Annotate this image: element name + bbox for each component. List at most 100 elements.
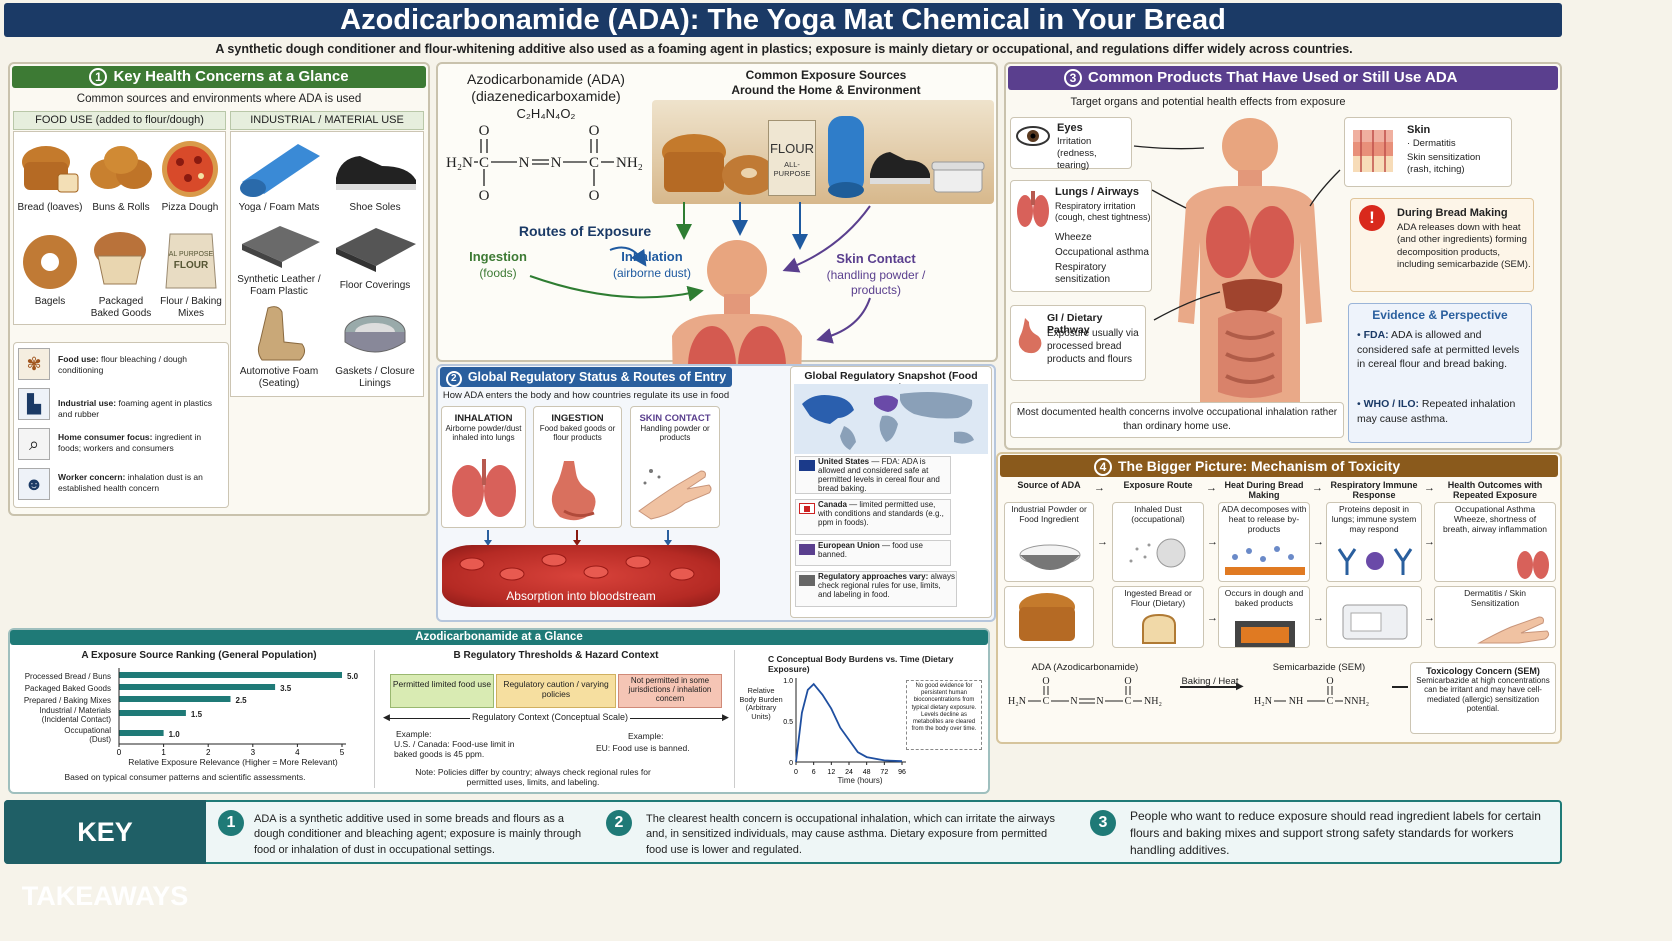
svg-text:NH: NH bbox=[1289, 696, 1303, 707]
takeaway-text: The clearest health concern is occupatio… bbox=[646, 813, 1056, 856]
organ-text: Exposure usually via processed bread pro… bbox=[1047, 328, 1139, 365]
route-card-heading: INGESTION bbox=[551, 413, 604, 424]
reg-text: — FDA: ADA is allowed and considered saf… bbox=[818, 457, 940, 493]
baking-heading: During Bread Making bbox=[1397, 207, 1508, 219]
tox-concern-box: Toxicology Concern (SEM) Semicarbazide a… bbox=[1410, 662, 1556, 734]
svg-text:O: O bbox=[1042, 676, 1049, 687]
page-title: Azodicarbonamide (ADA): The Yoga Mat Che… bbox=[340, 4, 1226, 36]
takeaway-number: 3 bbox=[1090, 810, 1116, 836]
svg-text:C: C bbox=[1043, 696, 1050, 707]
title-bar: Azodicarbonamide (ADA): The Yoga Mat Che… bbox=[4, 3, 1562, 37]
svg-text:C: C bbox=[1125, 696, 1132, 707]
row-arrows: → bbox=[1207, 612, 1218, 624]
panel1-subtitle: Common sources and environments where AD… bbox=[76, 93, 362, 105]
molecular-formula: C₂H₄N₄O₂ bbox=[516, 106, 576, 121]
mech-col-header: Heat During Bread Making bbox=[1224, 480, 1304, 501]
x-tick-label: 72 bbox=[880, 769, 888, 776]
bar-value-label: 5.0 bbox=[347, 672, 359, 681]
organ-card-lungs: Lungs / Airways Respiratory irritation (… bbox=[1010, 180, 1152, 292]
note-text: flour bleaching / dough conditioning bbox=[58, 354, 187, 375]
worker-icon: ☻ bbox=[18, 468, 50, 500]
mech-cell-text: Occurs in dough and baked products bbox=[1224, 588, 1304, 608]
panel3-bottom-note: Most documented health concerns involve … bbox=[1010, 402, 1344, 438]
lungs-icon bbox=[1517, 551, 1549, 579]
usage-note-worker: ☻ Worker concern: inhalation dust is an … bbox=[18, 468, 226, 502]
route-card-text: Food baked goods or flour products bbox=[539, 424, 616, 443]
example-eu-text: EU: Food use is banned. bbox=[596, 743, 690, 753]
reg-text: always check regional rules for use, lim… bbox=[818, 572, 955, 599]
bar-value-label: 3.5 bbox=[280, 684, 292, 693]
panel3-header: 3 Common Products That Have Used or Still… bbox=[1008, 66, 1558, 90]
carbon-atom: C bbox=[589, 155, 599, 171]
oxygen-atom: O bbox=[589, 123, 600, 139]
mech-cell-text: Proteins deposit in lungs; immune system… bbox=[1331, 504, 1417, 534]
reg-country: United States bbox=[818, 457, 870, 466]
bread-loaf-icon bbox=[662, 134, 726, 192]
mech-cell bbox=[1326, 586, 1422, 648]
panel3-number: 3 bbox=[1064, 69, 1082, 87]
reg-text: — food use banned. bbox=[818, 541, 923, 559]
y-tick-label: 0.5 bbox=[783, 719, 793, 726]
organ-text: Wheeze bbox=[1055, 232, 1092, 243]
route-card-heading: SKIN CONTACT bbox=[639, 413, 711, 424]
reg-country: Regulatory approaches vary: bbox=[818, 572, 929, 581]
mech-cell-text: Dermatitis / Skin Sensitization bbox=[1464, 588, 1526, 608]
hand-icon bbox=[638, 469, 712, 520]
takeaways-bar bbox=[4, 800, 1562, 864]
reg-country: Canada bbox=[818, 500, 847, 509]
reg-item-canada: Canada — limited permitted use, with con… bbox=[795, 499, 951, 535]
tox-text: Semicarbazide at high concentrations can… bbox=[1416, 676, 1550, 714]
route-inhalation-label: Inhalation bbox=[621, 249, 683, 264]
note-text: inhalation dust is an established health… bbox=[58, 472, 203, 493]
mech-cell-text: Occupational Asthma Wheeze, shortness of… bbox=[1443, 504, 1547, 534]
mech-cell: Occurs in dough and baked products bbox=[1218, 586, 1310, 648]
us-flag-icon bbox=[799, 460, 815, 471]
takeaway-text: ADA is a synthetic additive used in some… bbox=[254, 813, 582, 856]
takeaways-title-block: KEY TAKEAWAYS bbox=[4, 800, 206, 911]
reg-country: European Union bbox=[818, 541, 880, 550]
x-tick-label: 6 bbox=[812, 769, 816, 776]
shoe-icon bbox=[336, 156, 416, 190]
reaction-arrow bbox=[1392, 686, 1408, 688]
bar-value-label: 1.0 bbox=[169, 730, 181, 739]
svg-text:NH₂: NH₂ bbox=[1144, 696, 1162, 707]
usage-note-industrial: ▙ Industrial use: foaming agent in plast… bbox=[18, 388, 226, 422]
mech-cell-text: ADA decomposes with heat to release by-p… bbox=[1221, 504, 1307, 534]
food-item-label: Buns & Rolls bbox=[92, 202, 150, 213]
route-card-ingestion: INGESTION Food baked goods or flour prod… bbox=[533, 406, 622, 528]
example-us-text: U.S. / Canada: Food-use limit in baked g… bbox=[394, 739, 515, 760]
row-arrows: → bbox=[1207, 536, 1218, 548]
industrial-item-label: Synthetic Leather / Foam Plastic bbox=[237, 274, 321, 297]
route-inhalation: Inhalation(airborne dust) bbox=[604, 249, 700, 280]
svg-text:O: O bbox=[1124, 676, 1131, 687]
car-seat-icon bbox=[257, 306, 306, 361]
bar-value-label: 1.5 bbox=[191, 710, 203, 719]
organ-card-skin: Skin · Dermatitis Skin sensitization (ra… bbox=[1344, 117, 1512, 187]
evidence-box: Evidence & Perspective • FDA: ADA is all… bbox=[1348, 303, 1532, 443]
panel3-title: Common Products That Have Used or Still … bbox=[1088, 69, 1458, 86]
route-card-text: Airborne powder/dust inhaled into lungs bbox=[445, 424, 522, 443]
globe-icon bbox=[799, 575, 815, 586]
reaction-label-ada: ADA (Azodicarbonamide) bbox=[1031, 662, 1139, 673]
svg-text:H₂N: H₂N bbox=[1008, 696, 1026, 707]
svg-text:C: C bbox=[1327, 696, 1334, 707]
reg-item-general: Regulatory approaches vary: always check… bbox=[795, 571, 957, 607]
y-tick-label: 1.0 bbox=[783, 678, 793, 685]
reg-item-us: United States — FDA: ADA is allowed and … bbox=[795, 456, 951, 494]
stomach-icon bbox=[551, 461, 596, 521]
skin-layers-icon bbox=[1353, 130, 1393, 172]
reaction-arrowhead: ▶ bbox=[1236, 681, 1244, 692]
exposure-arrows bbox=[529, 202, 871, 344]
chart-a-title: A Exposure Source Ranking (General Popul… bbox=[81, 650, 317, 661]
route-card-inhalation: INHALATION Airborne powder/dust inhaled … bbox=[441, 406, 526, 528]
header-arrows: → bbox=[1206, 482, 1217, 494]
panel2-number: 2 bbox=[445, 371, 462, 387]
panel2-subtitle: How ADA enters the body and how countrie… bbox=[442, 390, 730, 401]
person-inhaling-icon bbox=[1129, 538, 1186, 568]
reg-item-eu: European Union — food use banned. bbox=[795, 540, 951, 566]
synthetic-leather-icon bbox=[242, 226, 320, 268]
